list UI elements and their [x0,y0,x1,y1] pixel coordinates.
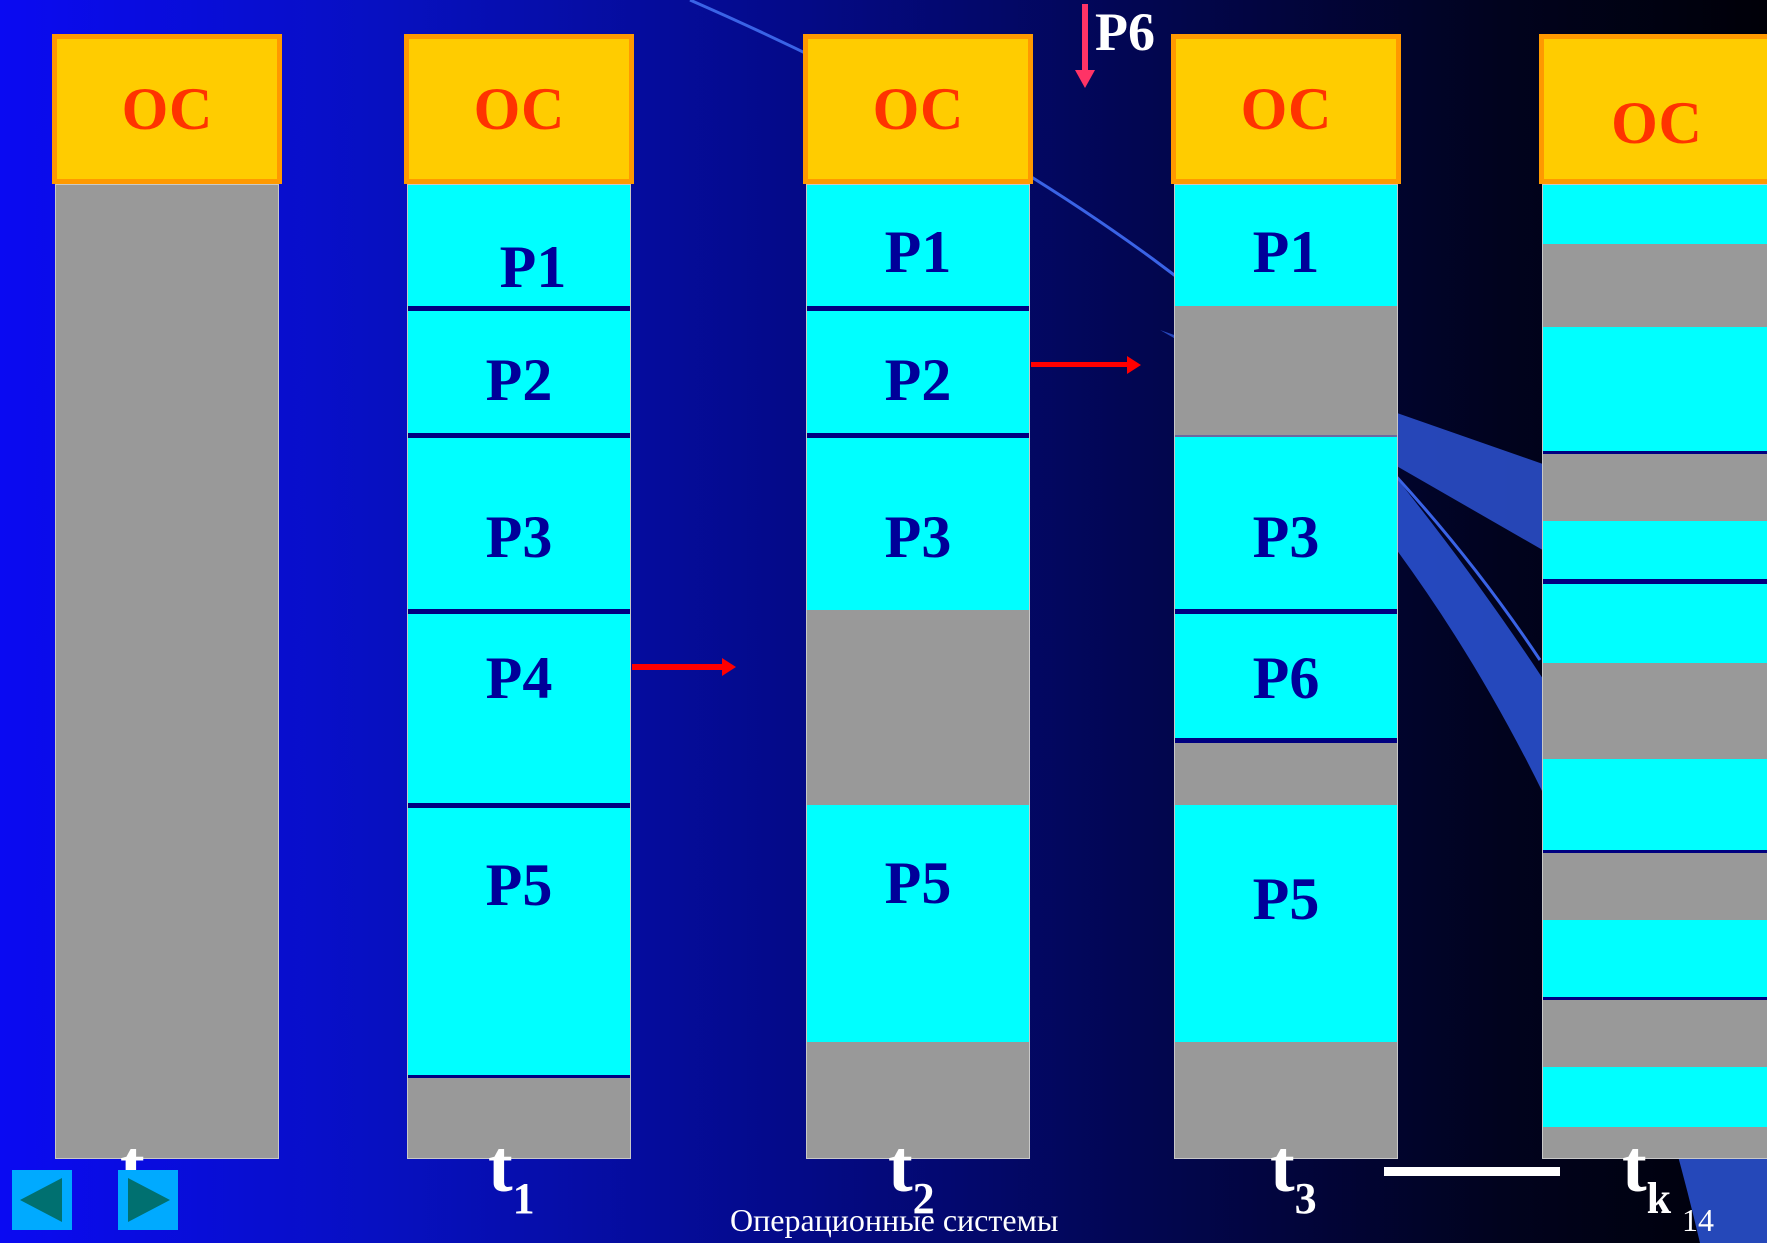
process-segment [1543,1067,1767,1127]
process-segment [408,185,630,1077]
time-symbol: t [888,1126,913,1208]
previous-slide-button[interactable] [12,1170,72,1230]
process-label-p1: P1 [884,219,952,285]
os-label: ОС [872,76,964,142]
memory-column-t2: ОС P1 P2 P3 P5 [803,34,1033,1234]
process-label-p3: P3 [884,504,952,570]
memory-area: P1 P2 P3 P5 [806,184,1030,1159]
process-segment [807,805,1029,1042]
segment-divider [1175,435,1397,437]
process-label-p4: P4 [485,645,553,711]
time-label-t2: t2 [888,1130,935,1236]
swap-out-arrow-p2 [1031,356,1141,374]
segment-divider [1543,997,1767,1000]
process-segment [807,185,1029,610]
process-label-p1: P1 [499,234,567,300]
time-label-tk: tk [1622,1130,1671,1236]
time-subscript: k [1646,1174,1672,1223]
swap-out-arrow-p4 [632,658,736,676]
time-symbol: t [488,1126,513,1208]
footer-title: Операционные системы [730,1202,1059,1238]
os-block: ОС [803,34,1033,184]
memory-area: P1 P2 P3 P4 P5 [407,184,631,1159]
os-block: ОС [1539,34,1767,184]
process-label-p2: P2 [485,347,553,413]
os-block: ОС [52,34,282,184]
process-label-p5: P5 [1252,866,1320,932]
memory-area: P1 P3 P6 P5 [1174,184,1398,1159]
segment-divider [408,433,630,438]
segment-divider [1543,579,1767,584]
segment-divider [1543,850,1767,853]
segment-divider [1175,738,1397,743]
os-block: ОС [404,34,634,184]
memory-free-area [55,184,279,1159]
slide-number: 14 [1682,1202,1714,1238]
memory-column-t0: ОС [52,34,282,1234]
next-slide-button[interactable] [118,1170,178,1230]
time-subscript: 2 [912,1174,935,1223]
process-label-p6: P6 [1252,645,1320,711]
down-arrow-icon [1075,4,1095,88]
segment-divider [807,433,1029,438]
process-segment [1543,759,1767,852]
memory-column-t3: ОС P1 P3 P6 P5 [1171,34,1401,1234]
triangle-left-icon [20,1178,62,1222]
memory-column-t1: ОС P1 P2 P3 P4 P5 [404,34,634,1234]
segment-divider [807,306,1029,311]
process-label-p1: P1 [1252,219,1320,285]
segment-divider [408,803,630,808]
process-segment [1543,185,1767,244]
ellipsis-dash [1384,1167,1560,1176]
process-segment [1175,805,1397,1042]
segment-divider [408,306,630,311]
time-symbol: t [1622,1126,1647,1208]
process-segment [1543,521,1767,663]
incoming-process-label: P6 [1095,2,1155,62]
process-label-p5: P5 [884,850,952,916]
time-label-t3: t3 [1270,1130,1317,1236]
segment-divider [408,609,630,614]
process-label-p2: P2 [884,347,952,413]
memory-column-tk: ОС [1539,34,1767,1234]
triangle-right-icon [128,1178,170,1222]
os-block: ОС [1171,34,1401,184]
process-segment [1175,185,1397,306]
process-segment [1543,327,1767,452]
os-label: ОС [121,76,213,142]
os-label: ОС [473,76,565,142]
segment-divider [408,1075,630,1078]
process-segment [1543,920,1767,1000]
process-label-p3: P3 [1252,504,1320,570]
memory-area [1542,184,1767,1159]
process-segment [1175,435,1397,742]
os-label: ОС [1611,90,1702,156]
time-label-t1: t1 [488,1130,535,1236]
segment-divider [1543,451,1767,454]
time-subscript: 3 [1294,1174,1317,1223]
segment-divider [1175,609,1397,614]
os-label: ОС [1240,76,1332,142]
process-label-p3: P3 [485,504,553,570]
time-symbol: t [1270,1126,1295,1208]
time-subscript: 1 [512,1174,535,1223]
process-label-p5: P5 [485,852,553,918]
